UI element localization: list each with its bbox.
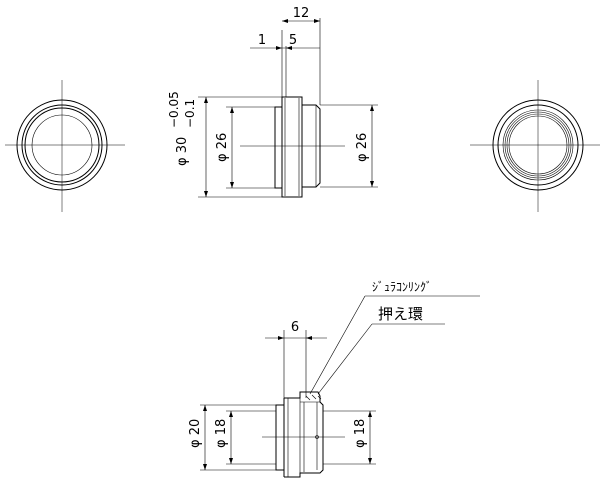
dim-lower-inner-right: φ 18: [353, 419, 368, 448]
dim-outer-dia: φ 30: [175, 137, 190, 166]
right-front-view: [470, 80, 600, 212]
label-retainer-ring: 押え環: [378, 305, 423, 323]
dim-lower-outer-dia: φ 20: [188, 419, 203, 448]
label-duracon-ring: ｼﾞｭﾗｺﾝﾘﾝｸﾞ: [372, 280, 432, 294]
dim-inner-dia-right: φ 26: [355, 133, 370, 162]
dim-tol-upper: −0.05: [167, 91, 181, 128]
dim-width-b: 5: [289, 33, 297, 48]
upper-side-view: [240, 96, 345, 198]
dim-lower-width: 6: [291, 320, 299, 335]
dim-lower-inner-left: φ 18: [214, 419, 229, 448]
leader-lines: [309, 295, 480, 395]
dim-tol-lower: −0.1: [183, 99, 197, 128]
dim-inner-dia-left: φ 26: [215, 133, 230, 162]
lower-dimensions: [200, 330, 376, 471]
upper-dimensions: [198, 18, 378, 198]
dim-width-total: 12: [293, 6, 310, 21]
lower-side-view: [262, 391, 345, 478]
left-front-view: [5, 80, 125, 212]
dim-width-a: 1: [258, 33, 266, 48]
